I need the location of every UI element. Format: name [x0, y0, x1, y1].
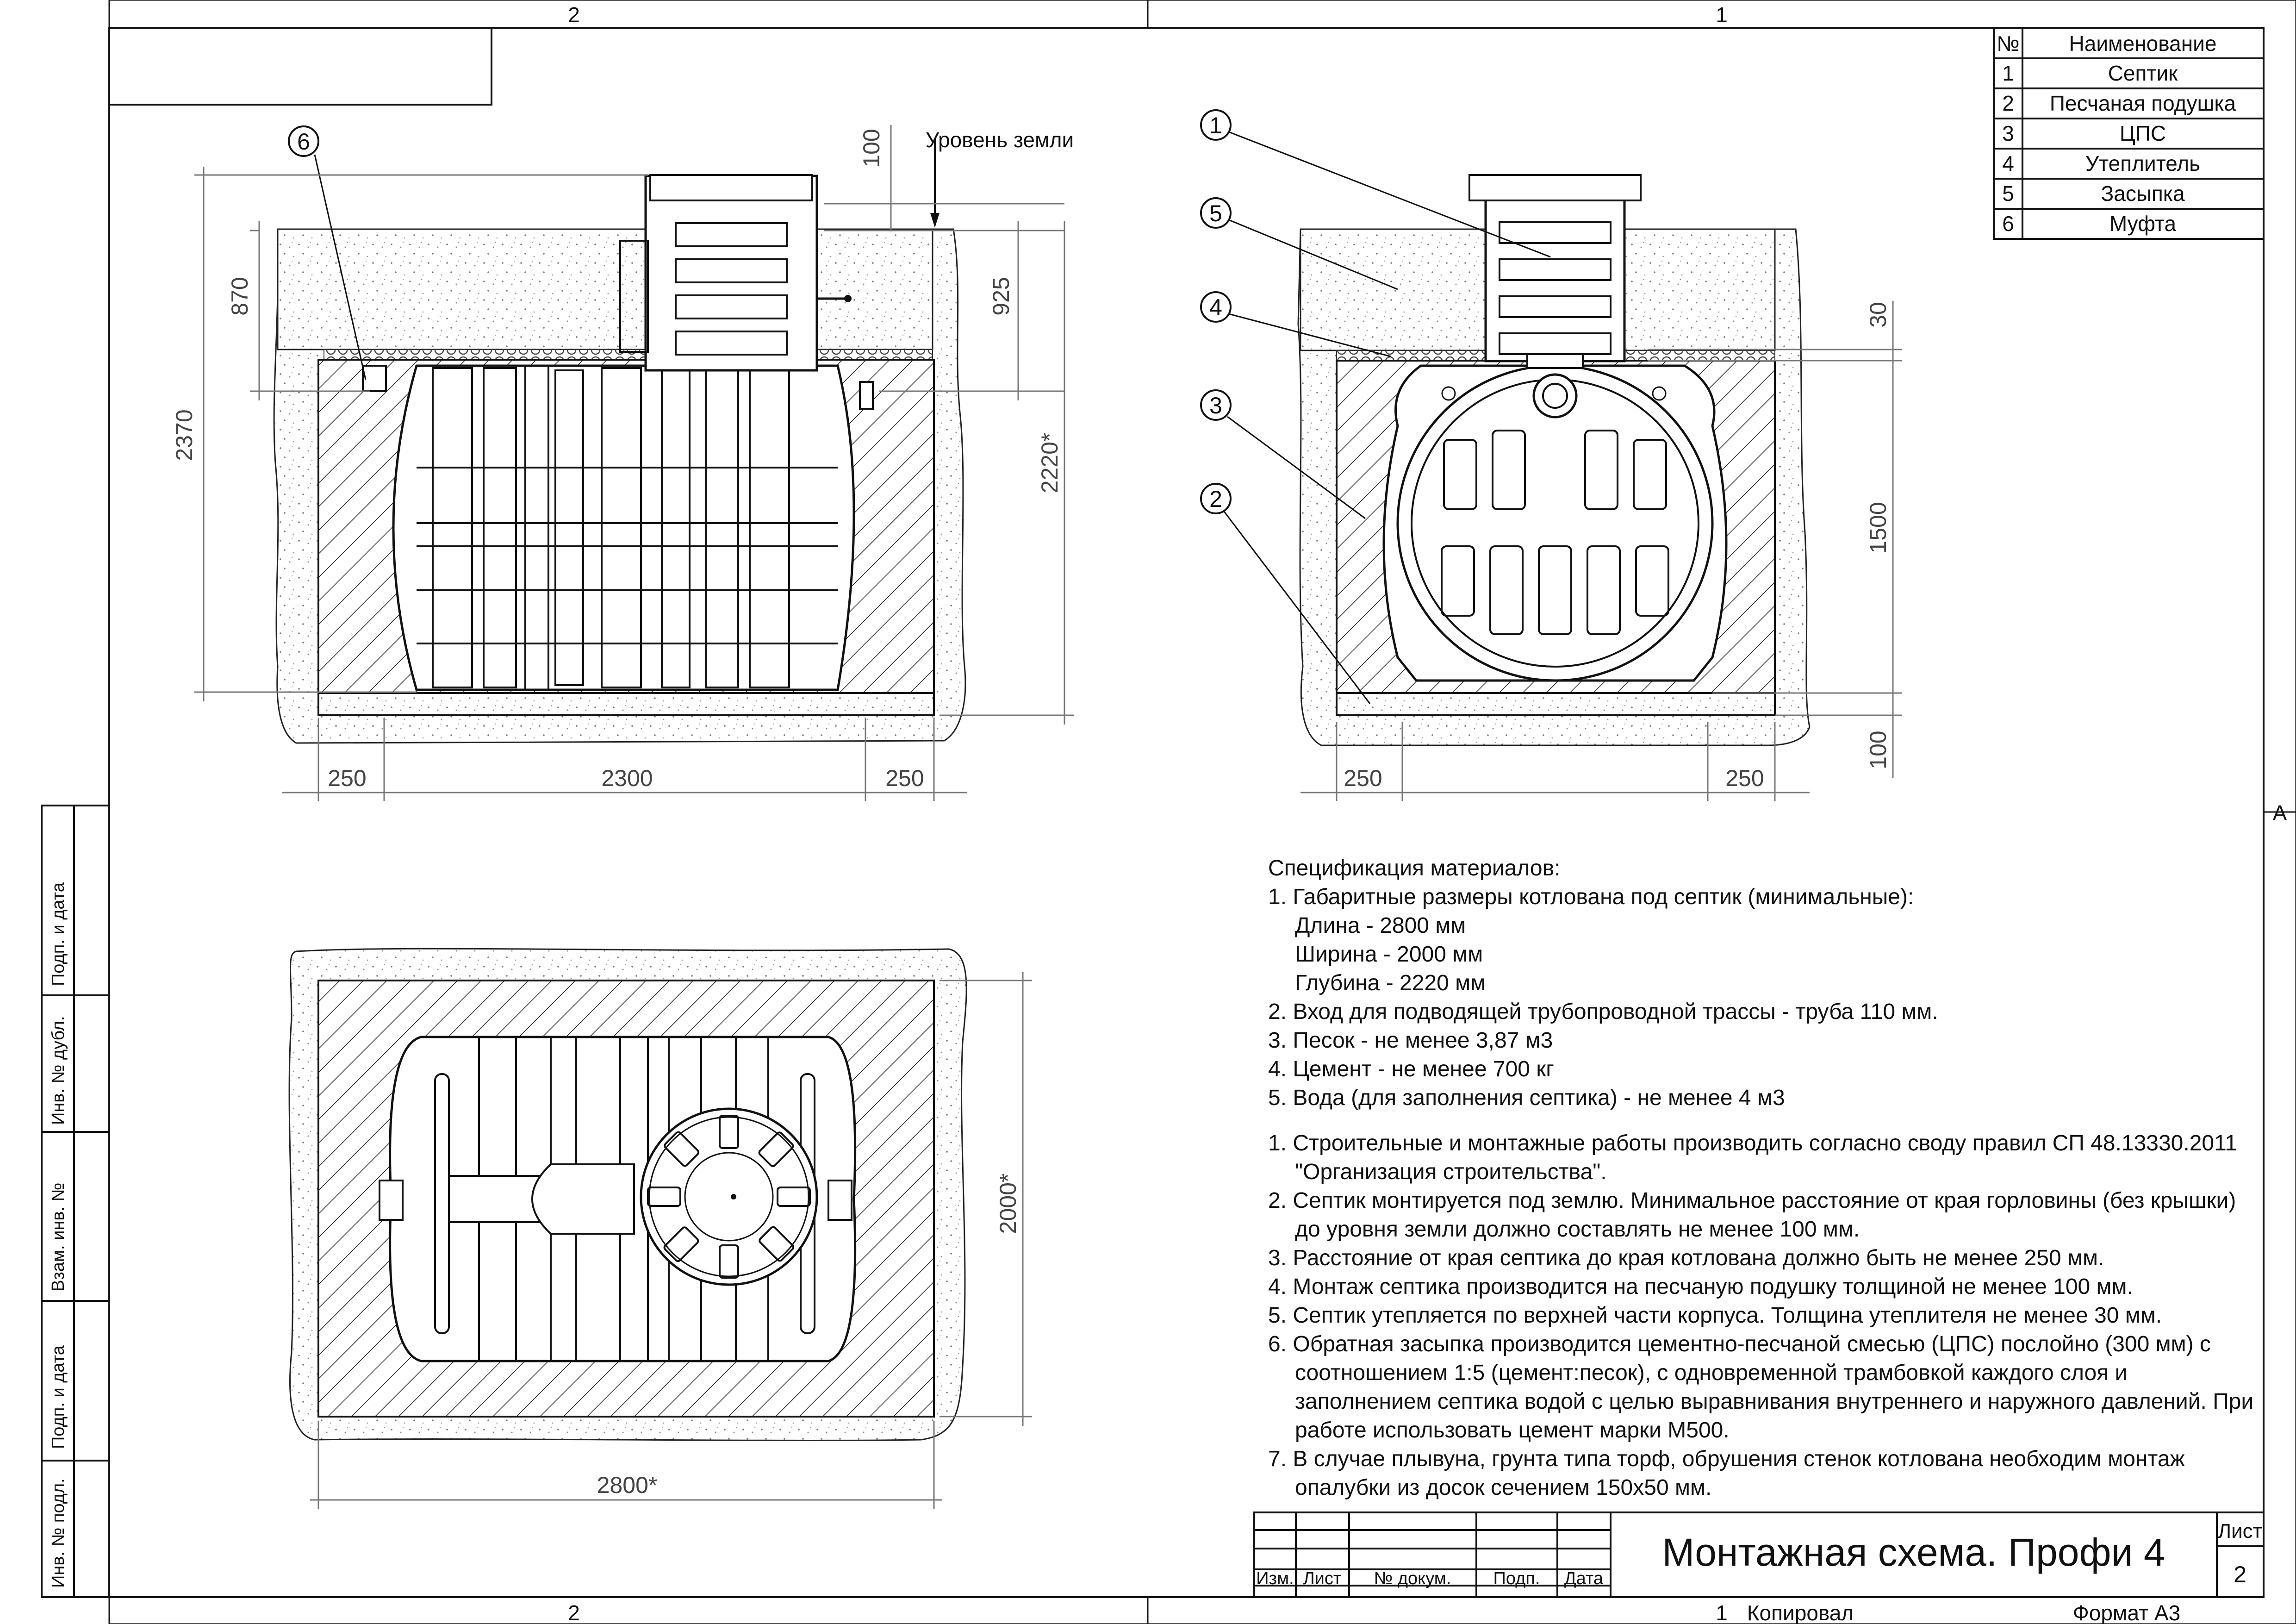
sheet-label: Лист	[2218, 1520, 2262, 1543]
materials-specification: Спецификация материалов: 1. Габаритные р…	[1268, 854, 2263, 1502]
table-header-name: Наименование	[2069, 31, 2217, 56]
dim-1500: 1500	[1865, 502, 1891, 553]
table-row-name: Засыпка	[2101, 181, 2184, 206]
callout-6	[288, 125, 319, 157]
dim-250-left: 250	[328, 765, 366, 791]
spec-item: 5. Вода (для заполнения септика) - не ме…	[1268, 1086, 1785, 1110]
callout-4-label: 4	[1209, 294, 1222, 320]
table-row-num: 1	[2002, 61, 2014, 85]
table-header-num: №	[1997, 31, 2019, 56]
col-sign: Подп.	[1493, 1569, 1540, 1588]
dim-100-side: 100	[1865, 731, 1891, 769]
callout-1	[1200, 109, 1232, 141]
copied-label: Копировал	[1747, 1601, 1854, 1624]
dim-30: 30	[1865, 302, 1891, 328]
format-label: Формат А3	[2073, 1601, 2180, 1624]
stamp-label-4: Подп. и дата	[49, 1345, 68, 1449]
dim-250-side-right: 250	[1725, 765, 1764, 791]
stamp-label-1: Подп. и дата	[49, 882, 68, 986]
callout-5-label: 5	[1209, 200, 1222, 226]
spec-width: Ширина - 2000 мм	[1295, 942, 1483, 967]
side-stamp	[41, 805, 110, 1598]
stamp-label-2: Инв. № дубл.	[49, 1016, 68, 1125]
note-item: 3. Расстояние от края септика до края ко…	[1268, 1246, 2104, 1270]
dim-925: 925	[988, 277, 1014, 315]
spec-depth: Глубина - 2220 мм	[1295, 971, 1486, 995]
dim-2300: 2300	[601, 765, 653, 791]
spec-item: 4. Цемент - не менее 700 кг	[1268, 1057, 1554, 1081]
note-item: 5. Септик утепляется по верхней части ко…	[1268, 1303, 2162, 1328]
front-section-view	[194, 125, 1074, 801]
sheet-number: 2	[2234, 1562, 2246, 1587]
dim-2000: 2000*	[995, 1174, 1021, 1234]
dim-250-side-left: 250	[1344, 765, 1382, 791]
side-section-view	[1200, 109, 1902, 801]
spec-title: Спецификация материалов:	[1268, 856, 1561, 881]
col-list: Лист	[1303, 1569, 1342, 1588]
callout-2-label: 2	[1209, 486, 1222, 512]
zone-bottom-right: 1	[1716, 1601, 1728, 1624]
zone-right: A	[2273, 801, 2287, 825]
table-row-num: 3	[2002, 121, 2014, 145]
col-doc: № докум.	[1374, 1569, 1451, 1588]
dim-2220: 2220*	[1037, 433, 1063, 493]
zone-top-left: 2	[568, 3, 580, 27]
spec-length: Длина - 2800 мм	[1295, 913, 1466, 938]
col-izm: Изм.	[1256, 1569, 1294, 1588]
note-item: 2. Септик монтируется под землю. Минимал…	[1268, 1188, 2236, 1242]
title-block	[1253, 1512, 2265, 1598]
table-row-name: Муфта	[2109, 212, 2177, 236]
callout-3	[1200, 389, 1232, 421]
callout-6-label: 6	[297, 129, 310, 155]
drawing-title: Монтажная схема. Профи 4	[1662, 1530, 2165, 1574]
callout-2	[1200, 483, 1232, 514]
callout-5	[1200, 197, 1232, 229]
spec-item: 3. Песок - не менее 3,87 м3	[1268, 1028, 1553, 1053]
table-row-num: 5	[2002, 181, 2014, 206]
note-item: 1. Строительные и монтажные работы произ…	[1268, 1131, 2237, 1184]
callout-1-label: 1	[1209, 112, 1222, 138]
spec-item: 1. Габаритные размеры котлована под септ…	[1268, 885, 1914, 909]
table-row-name: ЦПС	[2120, 121, 2166, 145]
callout-3-label: 3	[1209, 393, 1222, 418]
note-item: 4. Монтаж септика производится на песчан…	[1268, 1274, 2133, 1299]
dim-100-front: 100	[859, 129, 884, 167]
table-row-name: Септик	[2108, 61, 2178, 85]
col-date: Дата	[1564, 1569, 1604, 1588]
table-row-num: 2	[2002, 91, 2014, 115]
spec-item: 2. Вход для подводящей трубопроводной тр…	[1268, 999, 1938, 1024]
stamp-label-5: Инв. № подл.	[49, 1478, 68, 1588]
dim-250-right: 250	[885, 765, 924, 791]
zone-top-right: 1	[1716, 3, 1728, 27]
stamp-label-3: Взам. инв. №	[49, 1183, 68, 1292]
dim-870: 870	[227, 277, 253, 315]
parts-table	[1993, 27, 2265, 240]
note-item: 7. В случае плывуна, грунта типа торф, о…	[1268, 1447, 2185, 1500]
dim-2370: 2370	[171, 409, 197, 461]
table-row-num: 6	[2002, 212, 2014, 236]
zone-bottom-left: 2	[568, 1601, 580, 1624]
table-row-name: Утеплитель	[2085, 151, 2200, 175]
table-row-name: Песчаная подушка	[2050, 91, 2236, 115]
note-item: 6. Обратная засыпка производится цементн…	[1268, 1332, 2254, 1443]
ground-level-label: Уровень земли	[926, 128, 1074, 152]
plan-view	[288, 948, 1032, 1509]
callout-4	[1200, 291, 1232, 323]
dim-2800: 2800*	[597, 1472, 658, 1498]
table-row-num: 4	[2002, 151, 2014, 175]
